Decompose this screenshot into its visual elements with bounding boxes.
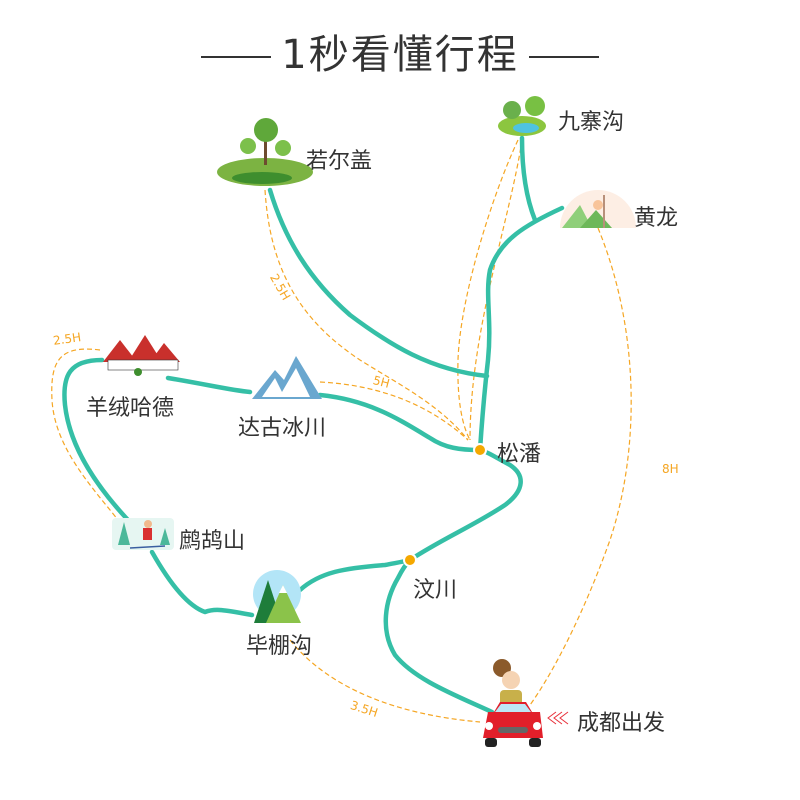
route-bipenggou-wenchuan <box>297 557 413 593</box>
dashed-huanglong-chengdu <box>529 227 632 706</box>
dashed-dagu-songpan <box>319 381 469 441</box>
lake-icon <box>498 96 546 136</box>
mountain-icon <box>253 570 301 623</box>
wenchuan-dot <box>403 553 417 567</box>
route-ruoergai-songpan <box>267 187 490 379</box>
skiing-icon <box>112 518 174 550</box>
dashed-ruoergai-songpan <box>264 189 469 441</box>
page-title: 1秒看懂行程 <box>0 22 800 80</box>
label-huanglong: 黄龙 <box>634 206 679 231</box>
route-chengdu-wenchuan <box>383 557 495 715</box>
dashed-jiuzhaigou-songpan <box>457 139 519 441</box>
label-dagu: 达古冰川 <box>238 416 327 441</box>
route-yangrong-zhegu <box>62 357 131 523</box>
route-dagu-yangrong <box>165 375 253 395</box>
title-rule-right <box>528 56 599 58</box>
route-songpan-dagu <box>317 392 483 453</box>
route-zhegu-bipenggou <box>149 549 255 618</box>
dashed-jiuzhaigou-songpan-2 <box>469 139 523 441</box>
label-bipenggou: 毕棚沟 <box>246 634 313 659</box>
label-ruoergai: 若尔盖 <box>306 149 373 174</box>
label-jiuzhaigou: 九寨沟 <box>558 110 625 135</box>
houses-icon <box>103 335 180 376</box>
huanglong-icon <box>560 190 636 228</box>
songpan-dot <box>473 443 487 457</box>
dashed-yangrong-zhegu <box>51 348 123 526</box>
label-wenchuan: 汶川 <box>413 578 458 603</box>
duration-huanglong-chengdu: 8H <box>662 462 679 476</box>
route-huanglong-jiuzhaigou <box>519 135 538 223</box>
label-songpan: 松潘 <box>497 442 542 467</box>
car-icon <box>483 659 543 747</box>
label-chengdu: 成都出发 <box>577 711 666 736</box>
route-wenchuan-songpan <box>407 447 523 563</box>
arrow-icon <box>547 711 569 725</box>
label-zhegu: 鹧鸪山 <box>179 529 246 554</box>
glacier-icon <box>252 356 322 399</box>
title-rule-left <box>201 56 272 58</box>
grassland-icon <box>217 118 313 186</box>
route-songpan-huanglong <box>477 205 565 453</box>
title-text: 1秒看懂行程 <box>281 32 519 78</box>
dashed-bipenggou-chengdu <box>289 639 481 723</box>
label-yangrong: 羊绒哈德 <box>86 396 175 421</box>
